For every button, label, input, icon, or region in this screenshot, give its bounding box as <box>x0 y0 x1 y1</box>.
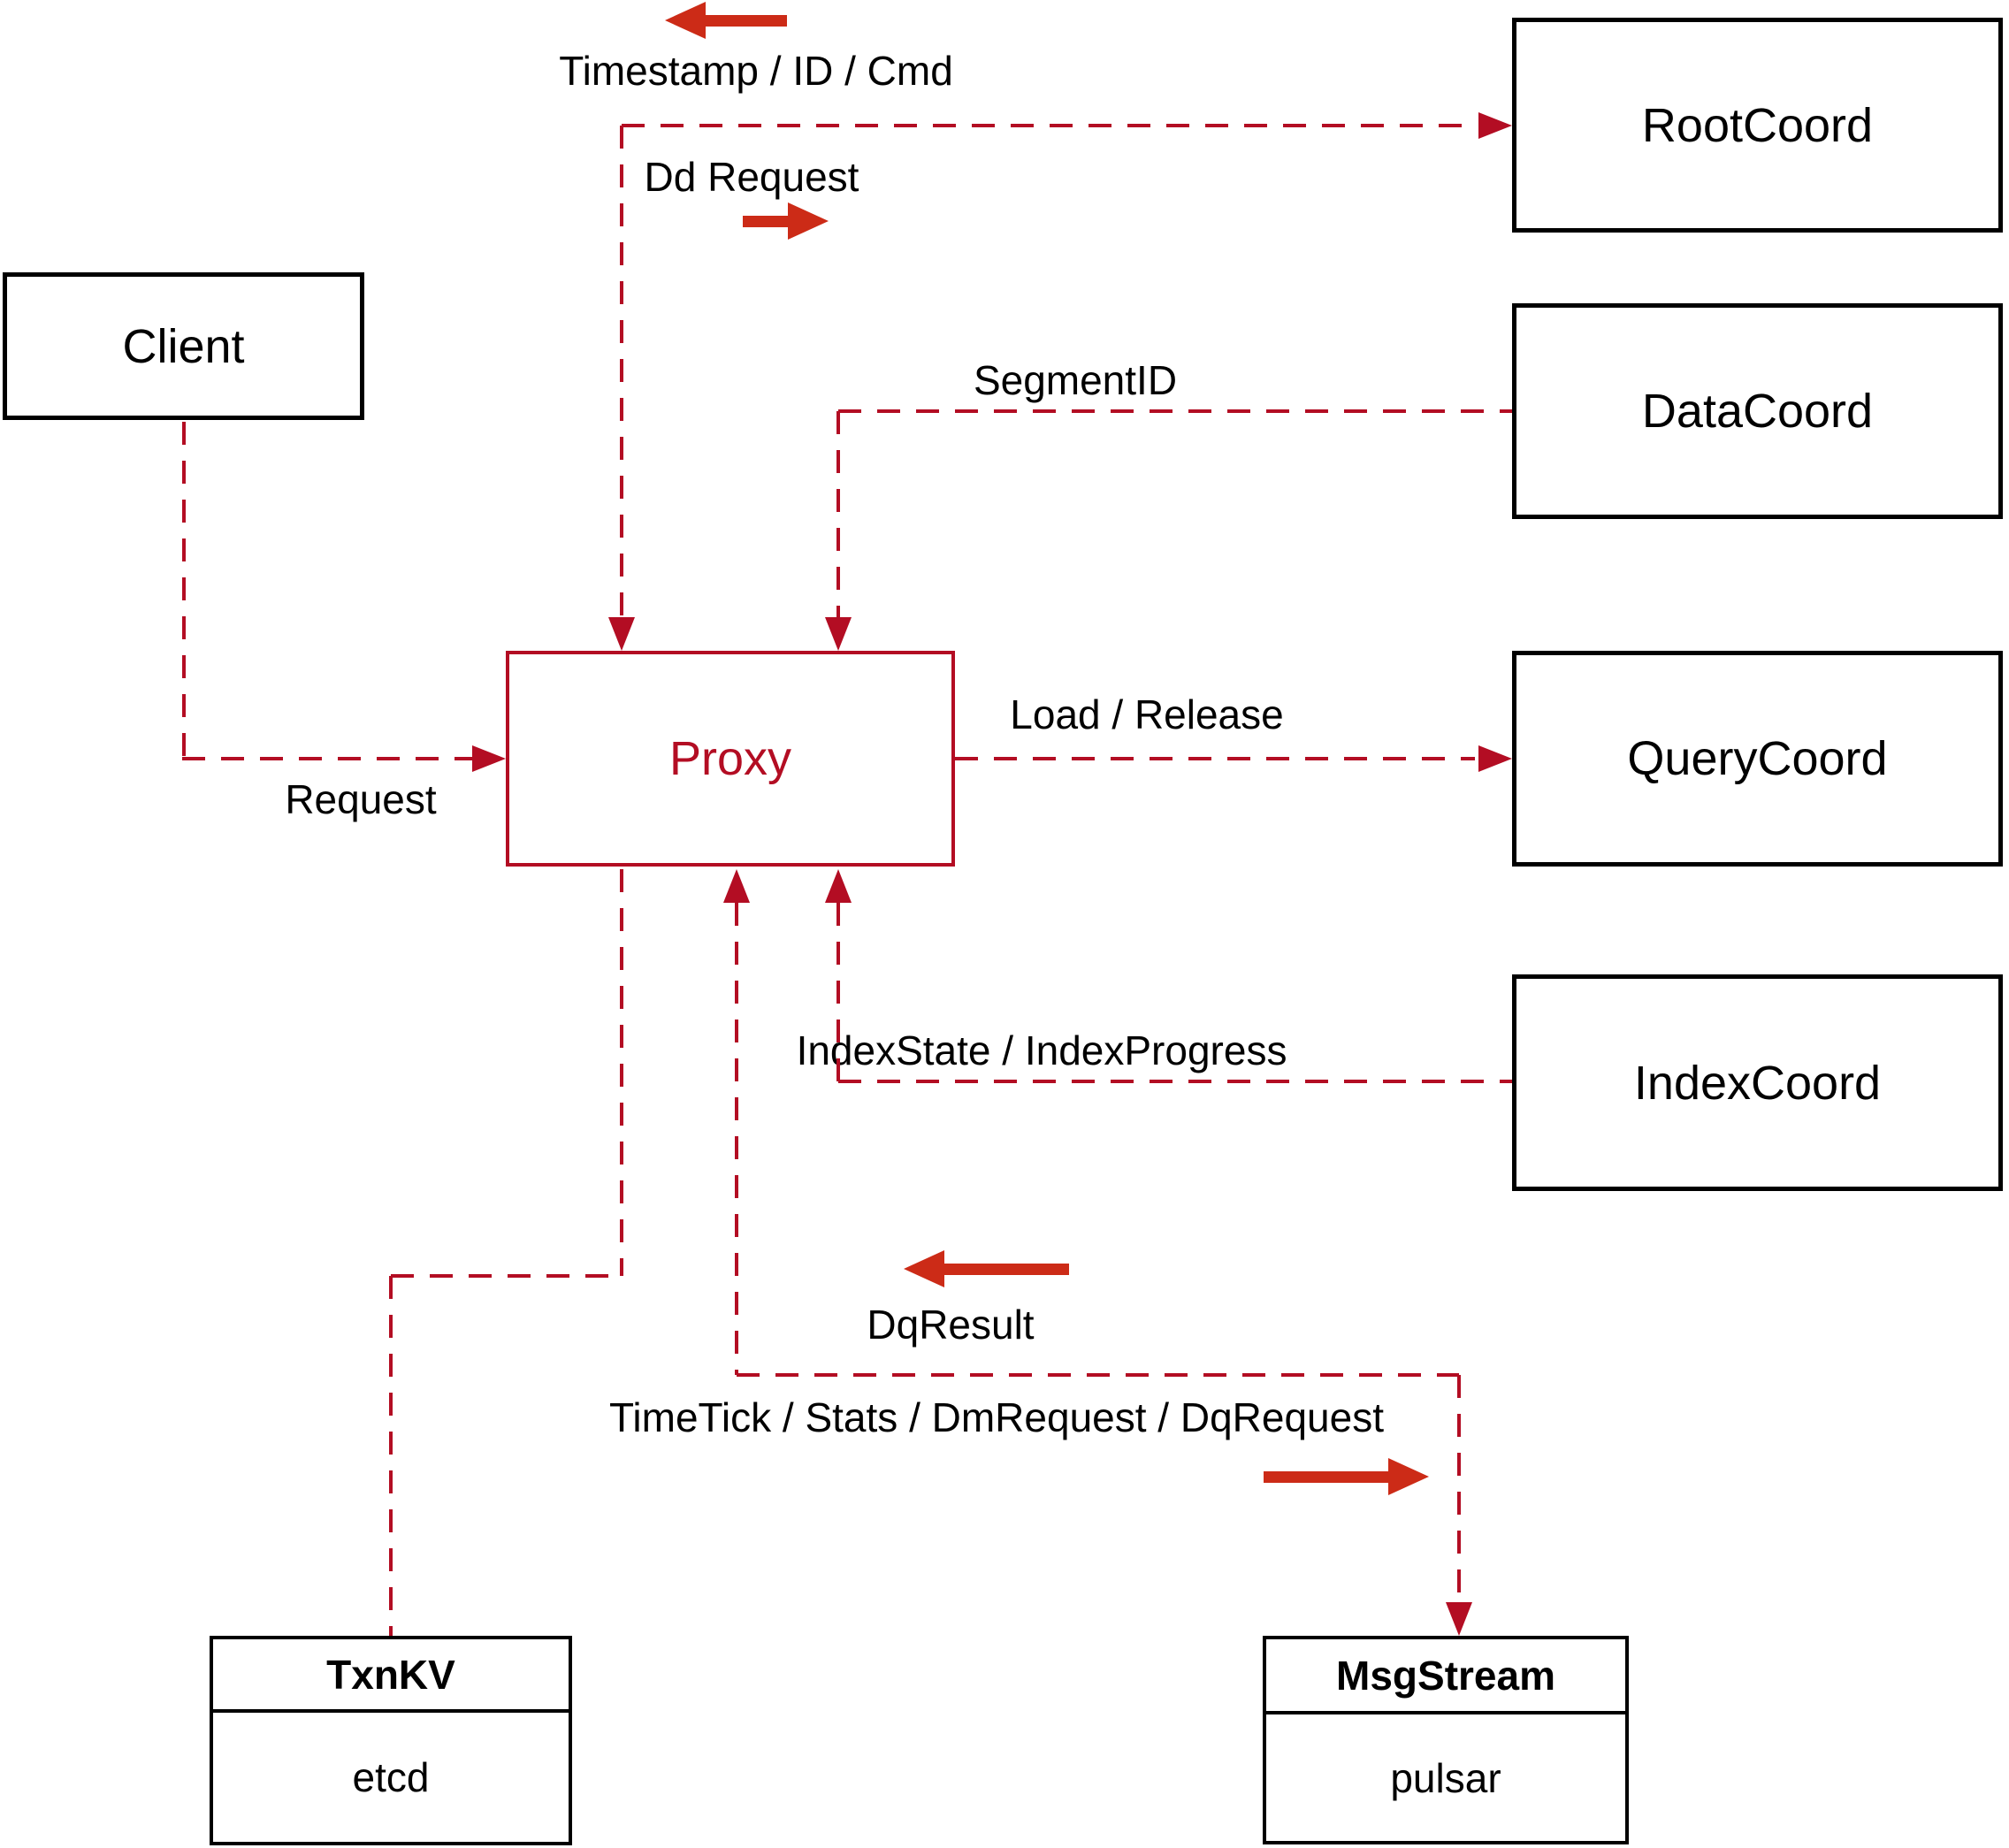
edge-label-indexstate: IndexState / IndexProgress <box>796 1027 1287 1073</box>
edge-indexcoord-proxy-horizontal <box>838 1080 1512 1083</box>
node-client: Client <box>3 272 364 420</box>
edge-label-segmentid: SegmentID <box>973 357 1178 403</box>
node-proxy-label: Proxy <box>668 732 792 785</box>
edge-proxy-querycoord-horizontal <box>955 757 1475 760</box>
edge-client-proxy-vertical <box>182 422 186 759</box>
node-datacoord: DataCoord <box>1512 303 2003 519</box>
node-txnkv-title: TxnKV <box>213 1639 569 1713</box>
edge-label-request: Request <box>285 776 437 822</box>
direction-arrow-right-timetick-shaft <box>1264 1471 1394 1483</box>
arrowhead-into-proxy-top-right <box>825 617 852 651</box>
node-querycoord-label: QueryCoord <box>1627 732 1888 785</box>
edge-label-dqresult: DqResult <box>867 1302 1035 1348</box>
direction-arrow-right-timetick-icon <box>1388 1458 1429 1495</box>
node-querycoord: QueryCoord <box>1512 651 2003 867</box>
edge-label-load-release: Load / Release <box>1010 691 1284 737</box>
edge-rootcoord-proxy-vertical <box>620 126 623 619</box>
node-msgstream-title: MsgStream <box>1266 1639 1625 1714</box>
node-msgstream: MsgStream pulsar <box>1263 1636 1629 1844</box>
edge-client-proxy-horizontal <box>182 757 474 760</box>
node-proxy: Proxy <box>506 651 955 867</box>
edge-proxy-msgstream-vertical <box>1457 1375 1461 1602</box>
node-indexcoord: IndexCoord <box>1512 974 2003 1191</box>
arrowhead-into-proxy-left <box>472 745 506 772</box>
edge-proxy-msgstream-horizontal <box>737 1373 1459 1377</box>
edge-datacoord-proxy-vertical <box>836 411 840 617</box>
node-txnkv-subtitle: etcd <box>352 1754 430 1800</box>
node-msgstream-subtitle: pulsar <box>1390 1754 1501 1801</box>
edge-label-dd-request: Dd Request <box>644 154 859 200</box>
arrowhead-into-proxy-bottom-right <box>825 869 852 903</box>
direction-arrow-left-timestamp-shaft <box>695 15 787 27</box>
node-datacoord-label: DataCoord <box>1641 385 1874 438</box>
arrowhead-into-rootcoord <box>1478 112 1512 139</box>
node-rootcoord-label: RootCoord <box>1641 98 1874 152</box>
edge-proxy-txnkv-horizontal <box>391 1274 623 1278</box>
edge-proxy-rootcoord-horizontal <box>622 124 1476 127</box>
node-indexcoord-label: IndexCoord <box>1633 1056 1882 1110</box>
node-client-label: Client <box>122 319 245 373</box>
edge-label-timestamp: Timestamp / ID / Cmd <box>559 48 953 94</box>
edge-proxy-txnkv-vertical-1 <box>620 869 623 1276</box>
node-txnkv: TxnKV etcd <box>210 1636 572 1845</box>
direction-arrow-left-dqresult-icon <box>904 1250 944 1287</box>
arrowhead-into-msgstream <box>1446 1602 1472 1636</box>
direction-arrow-left-timestamp-icon <box>665 2 706 39</box>
edge-datacoord-proxy-horizontal <box>838 409 1512 413</box>
edge-msgstream-proxy-vertical <box>735 903 738 1375</box>
arrowhead-into-querycoord <box>1478 745 1512 772</box>
arrowhead-into-proxy-top-left <box>608 617 635 651</box>
edge-label-timetick: TimeTick / Stats / DmRequest / DqRequest <box>609 1394 1384 1440</box>
edge-proxy-txnkv-vertical-2 <box>389 1276 393 1636</box>
direction-arrow-right-ddrequest-icon <box>788 202 829 240</box>
node-rootcoord: RootCoord <box>1512 18 2003 233</box>
direction-arrow-right-ddrequest-shaft <box>743 216 794 227</box>
direction-arrow-left-dqresult-shaft <box>936 1264 1069 1275</box>
edge-indexcoord-proxy-vertical <box>836 903 840 1081</box>
arrowhead-into-proxy-bottom-left <box>723 869 750 903</box>
